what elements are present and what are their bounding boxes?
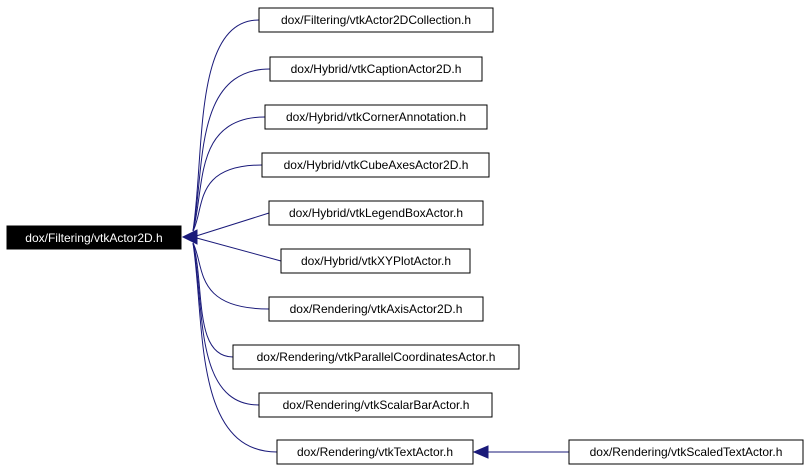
node-label: dox/Hybrid/vtkCornerAnnotation.h [286, 110, 466, 124]
node-label: dox/Filtering/vtkActor2DCollection.h [281, 13, 471, 27]
node-vtkcaptionactor2d[interactable]: dox/Hybrid/vtkCaptionActor2D.h [269, 56, 483, 82]
edge-7 [192, 242, 234, 358]
node-label: dox/Hybrid/vtkXYPlotActor.h [301, 254, 451, 268]
root-node[interactable]: dox/Filtering/vtkActor2D.h [6, 225, 182, 250]
node-vtkcubeaxesactor2d[interactable]: dox/Hybrid/vtkCubeAxesActor2D.h [261, 152, 490, 178]
node-label: dox/Rendering/vtkAxisActor2D.h [290, 302, 463, 316]
node-vtkaxisactor2d[interactable]: dox/Rendering/vtkAxisActor2D.h [268, 296, 484, 322]
node-vtkscaledtextactor[interactable]: dox/Rendering/vtkScaledTextActor.h [568, 439, 804, 465]
edge-8 [192, 242, 260, 406]
node-vtklegendboxactor[interactable]: dox/Hybrid/vtkLegendBoxActor.h [268, 200, 484, 226]
node-vtkparallelcoordinatesactor[interactable]: dox/Rendering/vtkParallelCoordinatesActo… [232, 344, 520, 370]
node-vtkscalarbaractor[interactable]: dox/Rendering/vtkScalarBarActor.h [258, 392, 493, 418]
textactor-arrowhead [472, 445, 489, 459]
nodes: dox/Filtering/vtkActor2D.h dox/Filtering… [6, 7, 804, 465]
node-vtktextactor[interactable]: dox/Rendering/vtkTextActor.h [276, 439, 474, 465]
node-label: dox/Hybrid/vtkCubeAxesActor2D.h [284, 158, 469, 172]
node-label: dox/Rendering/vtkParallelCoordinatesActo… [257, 350, 496, 364]
node-label: dox/Hybrid/vtkLegendBoxActor.h [289, 206, 463, 220]
node-label: dox/Rendering/vtkScaledTextActor.h [590, 445, 783, 459]
root-arrowhead [181, 229, 198, 245]
edge-2 [192, 116, 266, 232]
node-vtkxyplotactor[interactable]: dox/Hybrid/vtkXYPlotActor.h [280, 248, 471, 274]
edge-1 [192, 68, 271, 232]
edge-0 [192, 19, 260, 232]
node-label: dox/Rendering/vtkScalarBarActor.h [283, 398, 470, 412]
root-node-label: dox/Filtering/vtkActor2D.h [25, 231, 162, 245]
edge-5 [192, 236, 282, 262]
edges [181, 19, 569, 459]
node-vtkactor2dcollection[interactable]: dox/Filtering/vtkActor2DCollection.h [258, 7, 494, 33]
node-label: dox/Rendering/vtkTextActor.h [297, 445, 453, 459]
edge-4 [192, 212, 270, 238]
node-label: dox/Hybrid/vtkCaptionActor2D.h [291, 62, 462, 76]
edge-9 [192, 242, 278, 453]
edge-3 [192, 164, 263, 232]
node-vtkcornerannotation[interactable]: dox/Hybrid/vtkCornerAnnotation.h [264, 104, 488, 130]
edge-6 [192, 242, 270, 310]
